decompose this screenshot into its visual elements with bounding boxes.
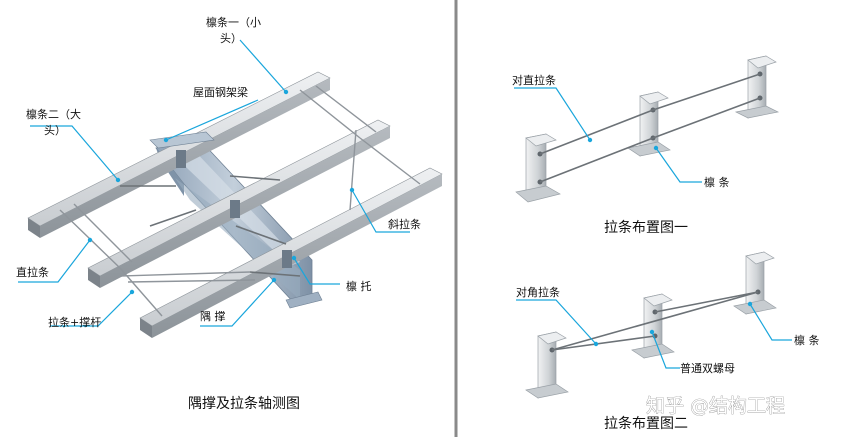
tie-rods	[59, 85, 421, 317]
label-purlin-1-line1: 檩条一（小	[206, 15, 261, 29]
caption-axonometric: 隅撑及拉条轴测图	[188, 395, 300, 412]
tie-layout-two: 对角拉条 普通双螺母 檩 条 拉条布置图二	[516, 251, 820, 432]
purlin-clip-4	[525, 331, 569, 399]
label-purlin-top: 檩 条	[704, 175, 730, 189]
label-diagonal-tie: 斜拉条	[388, 217, 421, 231]
label-purlin-1-line2: 头）	[220, 32, 242, 45]
label-diagonal-tie-pair: 对角拉条	[516, 285, 560, 299]
label-purlin-2-line1: 檩条二（大	[26, 107, 81, 121]
purlin-3	[139, 167, 443, 338]
label-purlin-2-line2: 头）	[44, 124, 66, 137]
label-straight-tie: 直拉条	[16, 265, 49, 279]
caption-layout-two: 拉条布置图二	[604, 415, 688, 432]
axonometric-view: 檩条一（小 头） 屋面钢架梁 檩条二（大 头） 斜拉条 直拉条 檩 托 拉条+撑…	[16, 15, 443, 412]
purlin-2	[87, 119, 391, 288]
purlin-clip-6	[733, 251, 777, 315]
caption-layout-one: 拉条布置图一	[604, 219, 688, 236]
leaders-left	[18, 39, 410, 327]
watermark: 知乎 @结构工程	[646, 395, 785, 417]
label-roof-beam: 屋面钢架梁	[193, 85, 248, 99]
purlin-clip-1	[515, 133, 561, 203]
purlin-clip-5	[631, 293, 675, 359]
label-tie-and-strut: 拉条+撑杆	[48, 315, 101, 329]
purlin-brackets	[176, 150, 292, 268]
beam-top-flange	[149, 131, 215, 149]
purlin-clip-2	[627, 91, 671, 157]
label-double-nut: 普通双螺母	[680, 361, 735, 375]
knee-braces	[120, 175, 301, 277]
label-purlin-bracket: 檩 托	[346, 279, 372, 293]
label-purlin-bottom: 檩 条	[794, 333, 820, 347]
label-straight-tie-pair: 对直拉条	[512, 73, 556, 87]
purlin-clip-3	[734, 55, 780, 119]
tie-layout-one: 对直拉条 檩 条 拉条布置图一	[512, 55, 780, 236]
label-knee-brace: 隅 撑	[200, 309, 226, 323]
